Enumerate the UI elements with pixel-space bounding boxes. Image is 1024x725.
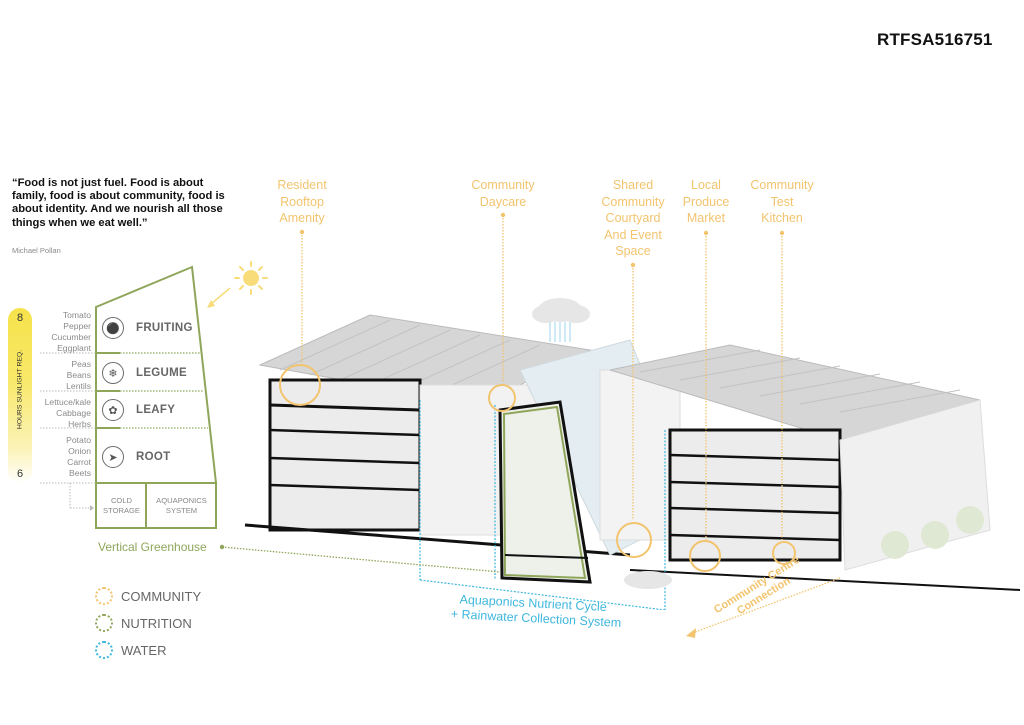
callout-line: Amenity (279, 211, 325, 225)
sun-ray-arrow-icon (207, 287, 231, 308)
aquaponics-system-label: AQUAPONICS SYSTEM (147, 496, 216, 515)
callout-line: Test (770, 194, 794, 209)
box-line: COLD (110, 496, 133, 505)
crop-item: Cabbage (56, 408, 91, 418)
crop-item: Potato (66, 435, 91, 445)
callout-line: Rooftop (280, 194, 324, 209)
leaf-icon: ✿ (102, 399, 124, 421)
tier-label-fruiting: FRUITING (136, 322, 193, 334)
callout-community-test-kitchen: Community Test Kitchen (742, 177, 822, 227)
crop-item: Carrot (67, 457, 91, 467)
legend-label: WATER (121, 642, 167, 658)
crop-item: Lentils (66, 381, 91, 391)
crop-item: Beans (66, 370, 91, 380)
crop-item: Tomato (62, 310, 91, 320)
callout-line: Shared (612, 178, 654, 192)
carrot-icon: ➤ (102, 446, 124, 468)
crop-list-fruiting: Tomato Pepper Cucumber Eggplant (31, 310, 91, 354)
callout-line: Community (471, 178, 535, 192)
callout-line: Produce (682, 194, 730, 209)
nutrition-ring-icon (95, 614, 113, 632)
tier-label-root: ROOT (136, 451, 171, 463)
callout-resident-rooftop-amenity: Resident Rooftop Amenity (262, 177, 342, 227)
crop-item: Beets (69, 468, 91, 478)
community-ring-icon (95, 587, 113, 605)
crop-item: Eggplant (57, 343, 91, 353)
crop-list-legume: Peas Beans Lentils (31, 359, 91, 392)
crop-item: Lettuce/kale (44, 397, 91, 407)
legend-label: COMMUNITY (121, 588, 202, 604)
box-line: STORAGE (103, 505, 140, 515)
crop-list-leafy: Lettuce/kale Cabbage Herbs (31, 397, 91, 430)
legend-label: NUTRITION (121, 615, 192, 631)
pea-pod-icon: ❄ (102, 362, 124, 384)
tier-label-legume: LEGUME (136, 367, 187, 379)
callout-line: Community (601, 194, 665, 209)
callout-line: Daycare (479, 194, 527, 209)
crop-item: Cucumber (51, 332, 91, 342)
sun-icon (234, 261, 268, 295)
legend-nutrition: NUTRITION (95, 614, 192, 632)
callout-local-produce-market: Local Produce Market (676, 177, 736, 227)
callout-community-daycare: Community Daycare (463, 177, 543, 210)
callout-line: Courtyard (605, 211, 661, 225)
sunlight-min: 6 (16, 468, 24, 480)
crop-list-root: Potato Onion Carrot Beets (31, 435, 91, 479)
vertical-greenhouse-label: Vertical Greenhouse (98, 540, 207, 554)
callout-line: Kitchen (761, 211, 803, 225)
callout-line: Space (615, 244, 651, 258)
legend-water: WATER (95, 641, 167, 659)
cold-storage-label: COLD STORAGE (97, 496, 146, 515)
callout-line: Market (686, 211, 726, 225)
eggplant-icon: ⚫ (102, 317, 124, 339)
box-line: AQUAPONICS (156, 496, 207, 505)
sunlight-scale-bar (8, 308, 32, 484)
crop-item: Peas (71, 359, 91, 369)
callout-line: Local (691, 178, 721, 192)
legend-community: COMMUNITY (95, 587, 201, 605)
crop-item: Herbs (68, 419, 91, 429)
callout-shared-community-courtyard: Shared Community Courtyard And Event Spa… (593, 177, 673, 260)
rain-cloud-icon (532, 298, 590, 342)
sunlight-max: 8 (16, 312, 24, 324)
callout-line: Community (750, 178, 814, 192)
box-line: SYSTEM (165, 505, 198, 515)
project-code: RTFSA516751 (877, 30, 993, 49)
tier-label-leafy: LEAFY (136, 404, 176, 416)
quote-author: Michael Pollan (12, 246, 61, 255)
quote-text: “Food is not just fuel. Food is about fa… (12, 177, 225, 229)
greenhouse-tier-outline (40, 265, 218, 529)
callout-line: Resident (277, 178, 327, 192)
water-ring-icon (95, 641, 113, 659)
callout-line: And Event (604, 227, 662, 242)
crop-item: Onion (68, 446, 91, 456)
crop-item: Pepper (63, 321, 91, 331)
building-section-illustration (244, 298, 1021, 610)
